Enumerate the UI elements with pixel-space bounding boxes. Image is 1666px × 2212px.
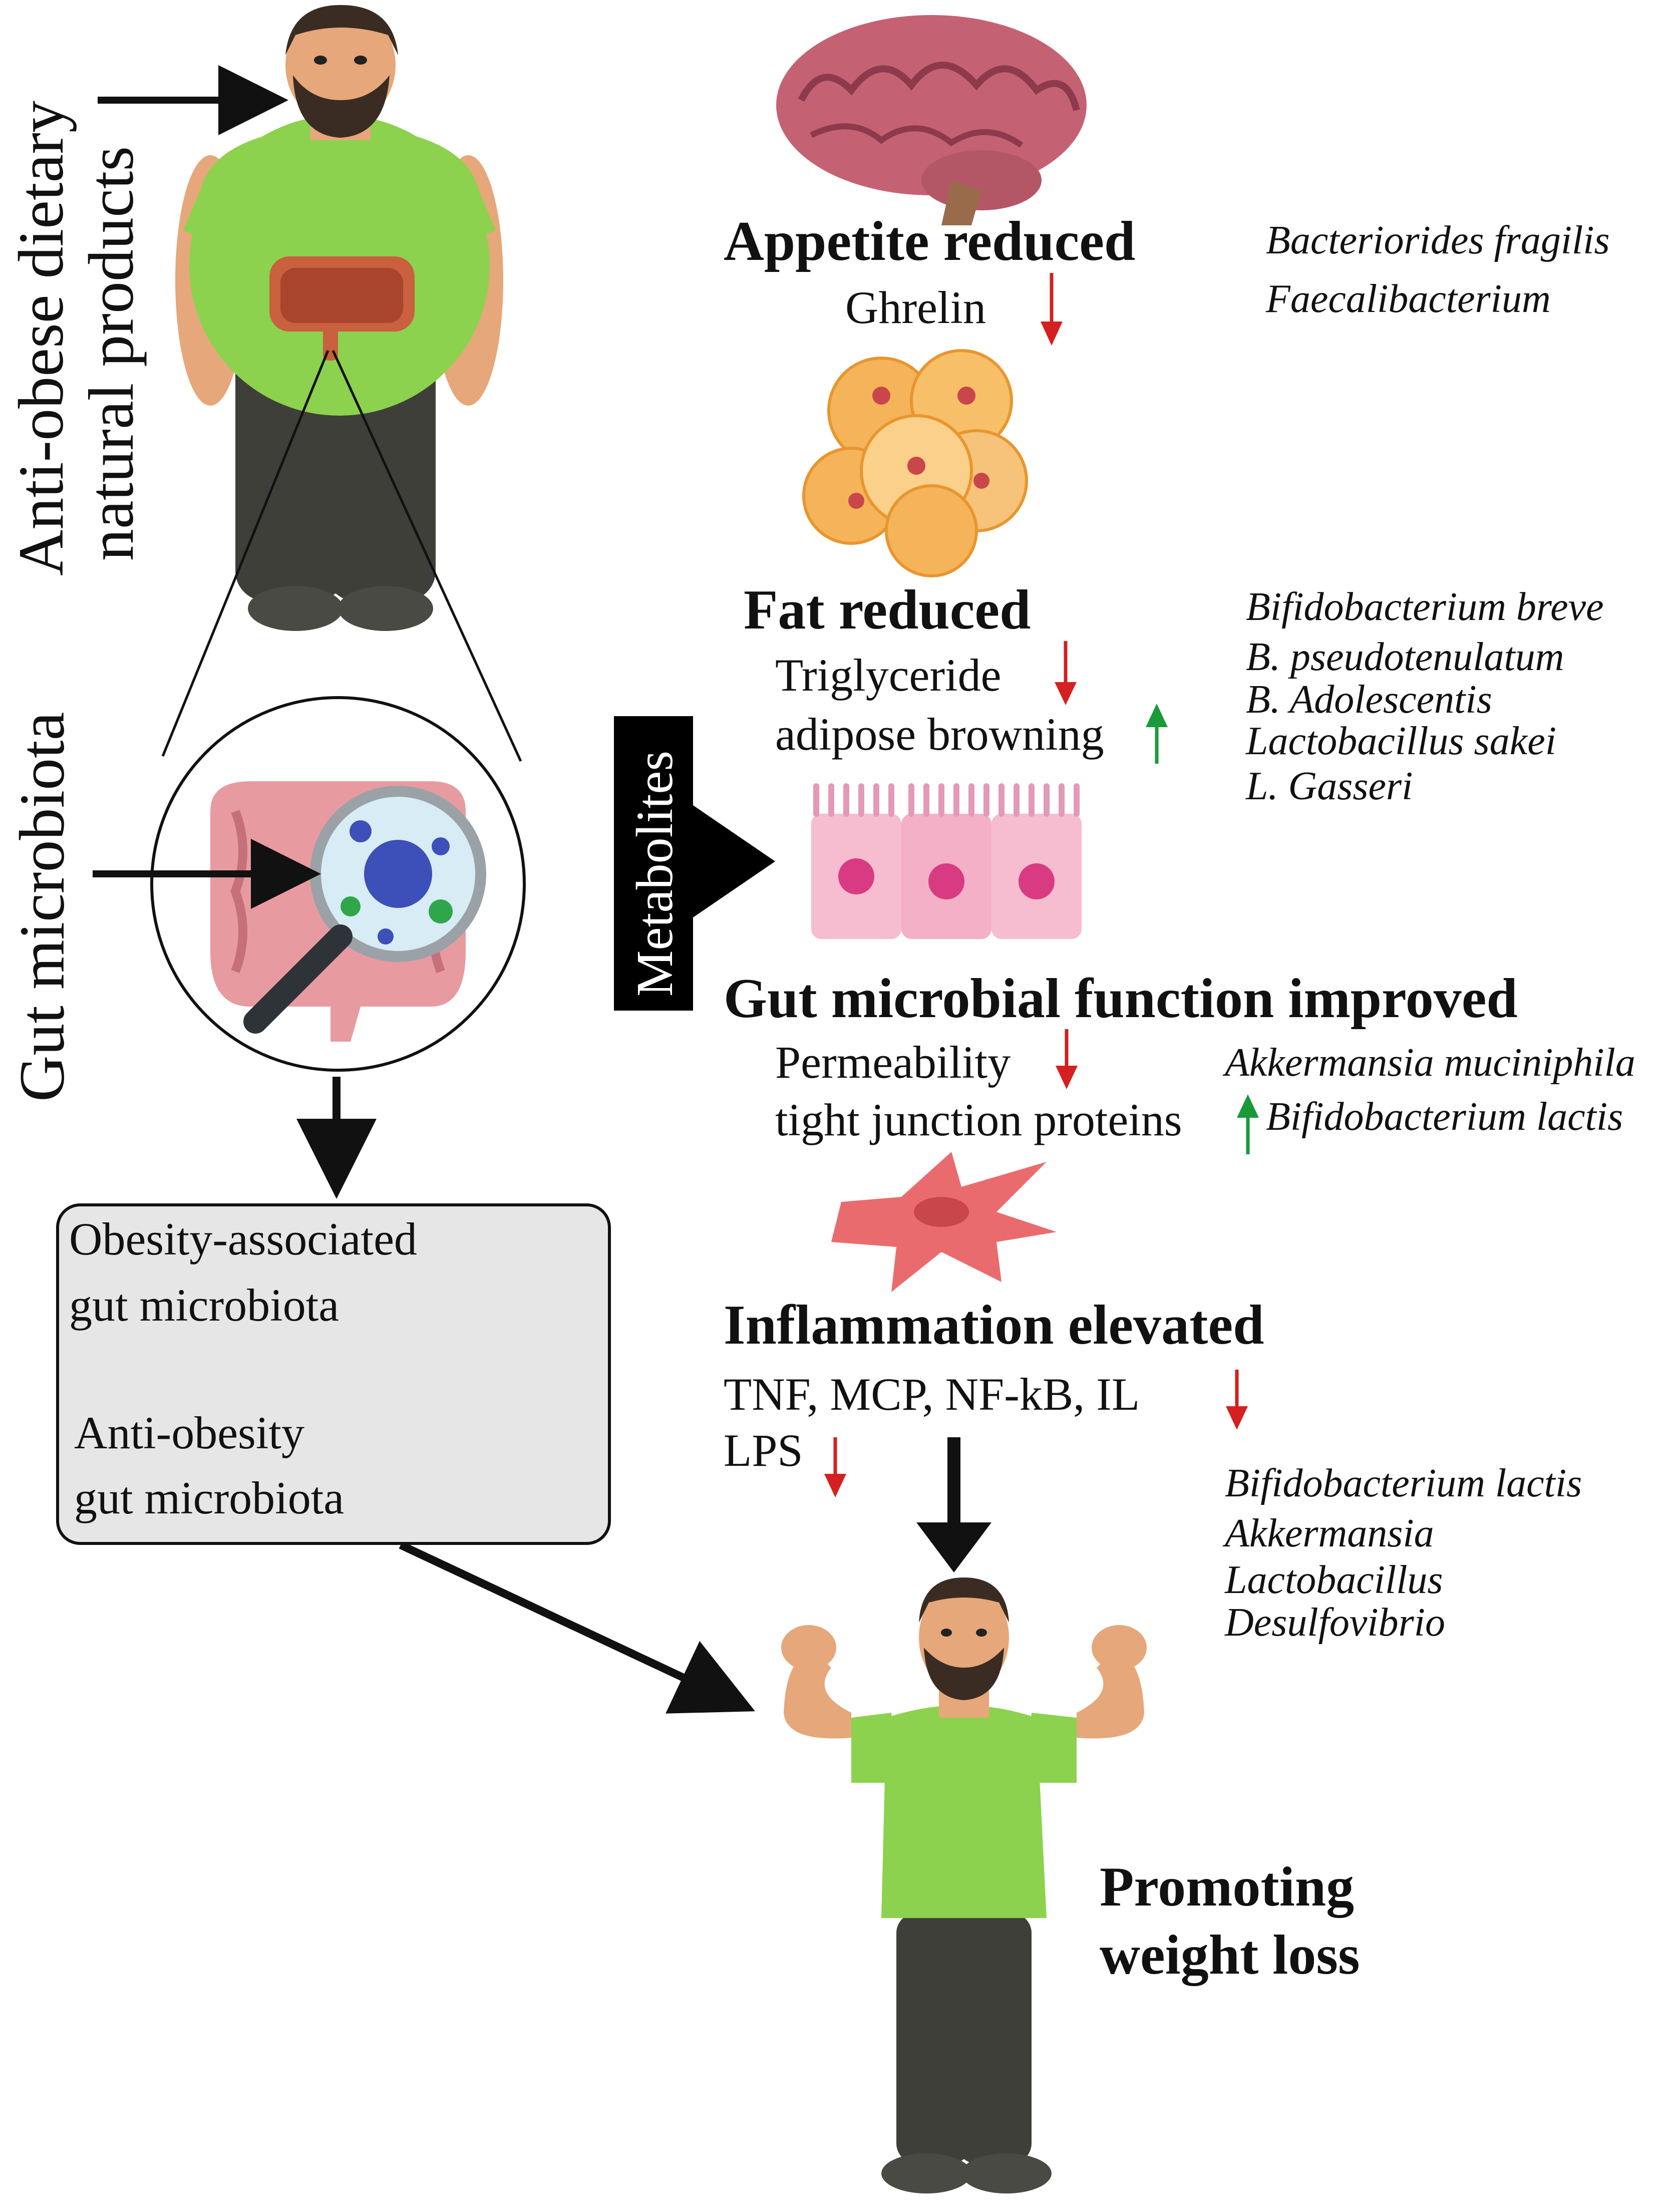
- tight-junction-up-arrow: [1237, 1094, 1259, 1154]
- inflammation-species-2: Akkermansia: [1225, 1511, 1434, 1555]
- box-line-gut-microbiota-2: gut microbiota: [74, 1472, 345, 1523]
- box-line-anti-obesity: Anti-obesity: [74, 1407, 304, 1458]
- fat-species-4: Lactobacillus sakei: [1246, 719, 1556, 763]
- appetite-species-1: Bacteriorides fragilis: [1266, 218, 1610, 262]
- ghrelin-down-arrow: [1041, 273, 1063, 346]
- tight-junction-label: tight junction proteins: [775, 1094, 1182, 1145]
- lps-label: LPS: [724, 1425, 803, 1476]
- dietary-label-line1: Anti-obese dietary: [6, 101, 77, 576]
- gut-species-2: Bifidobacterium lactis: [1266, 1095, 1623, 1139]
- fat-species-5: L. Gasseri: [1246, 764, 1413, 808]
- gut-microbiota-label: Gut microbiota: [7, 712, 78, 1102]
- metabolites-box: Metabolites: [614, 716, 693, 1011]
- metabolites-label: Metabolites: [626, 750, 684, 997]
- permeability-down-arrow: [1056, 1029, 1078, 1089]
- result-line-1: Promoting: [1100, 1856, 1355, 1918]
- fat-cells-image: [802, 349, 1028, 577]
- fat-title: Fat reduced: [744, 579, 1031, 641]
- triglyceride-label: Triglyceride: [775, 650, 1002, 701]
- appetite-title: Appetite reduced: [724, 210, 1136, 272]
- permeability-label: Permeability: [775, 1037, 1011, 1088]
- inflammatory-cell-image: [831, 1152, 1057, 1292]
- gut-magnifier-circle: [150, 696, 526, 1072]
- fat-species-2: B. pseudotenulatum: [1246, 635, 1564, 679]
- inflammation-species-3: Lactobacillus: [1225, 1558, 1443, 1602]
- gut-function-title: Gut microbial function improved: [724, 968, 1518, 1030]
- box-line-gut-microbiota-1: gut microbiota: [69, 1280, 340, 1331]
- box-line-obesity-associated: Obesity-associated: [69, 1213, 417, 1265]
- cytokines-down-arrow: [1226, 1370, 1248, 1430]
- triglyceride-down-arrow: [1055, 641, 1077, 705]
- browning-up-arrow: [1146, 704, 1168, 764]
- adipose-browning-label: adipose browning: [775, 709, 1104, 760]
- result-line-2: weight loss: [1100, 1924, 1360, 1986]
- epithelial-cells-image: [811, 783, 1082, 939]
- cytokines-label: TNF, MCP, NF-kB, IL: [724, 1369, 1140, 1420]
- arrow-box-to-fit-man: [399, 1541, 755, 1714]
- lps-down-arrow: [824, 1437, 846, 1497]
- dietary-label-line2: natural products: [76, 146, 147, 561]
- fat-species-1: Bifidobacterium breve: [1246, 585, 1604, 629]
- brain-image: [776, 15, 1087, 225]
- gut-species-1: Akkermansia muciniphila: [1225, 1041, 1635, 1085]
- appetite-species-2: Faecalibacterium: [1266, 277, 1551, 321]
- ghrelin-label: Ghrelin: [845, 282, 986, 333]
- metabolites-arrowhead: [693, 805, 775, 917]
- obese-man-figure: [175, 5, 503, 631]
- inflammation-title: Inflammation elevated: [724, 1294, 1264, 1356]
- microbiota-summary-box: [56, 1203, 611, 1545]
- fat-species-3: B. Adolescentis: [1246, 678, 1492, 722]
- inflammation-species-1: Bifidobacterium lactis: [1225, 1461, 1582, 1505]
- inflammation-species-4: Desulfovibrio: [1225, 1601, 1445, 1645]
- fit-man-figure: [781, 1577, 1147, 2193]
